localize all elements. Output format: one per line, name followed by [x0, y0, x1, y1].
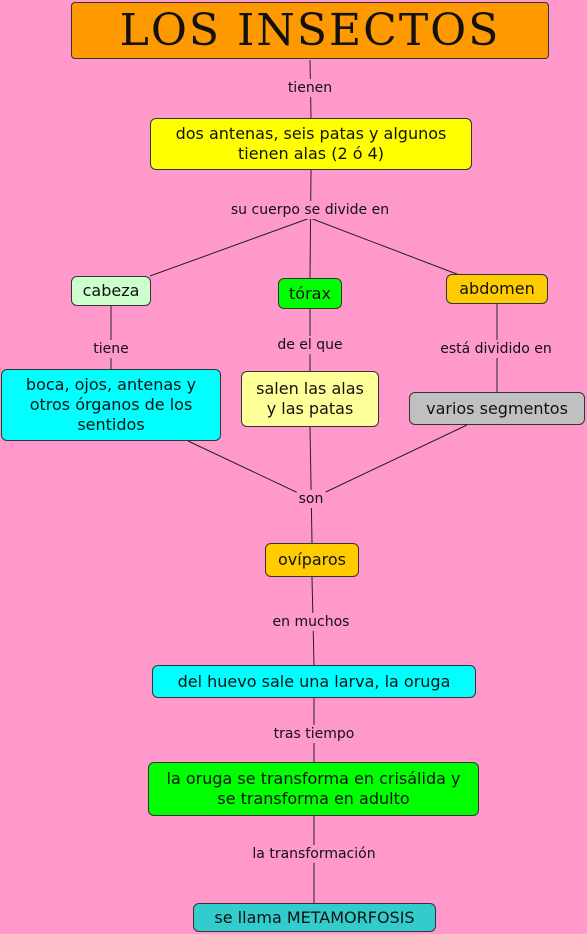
node-torax: tórax: [278, 278, 342, 309]
node-cabeza: cabeza: [71, 276, 151, 306]
node-segmentos: varios segmentos: [409, 392, 585, 425]
link-label-son: son: [296, 490, 326, 508]
node-crisalida: la oruga se transforma en crisálida y se…: [148, 762, 479, 816]
link-label-tras: tras tiempo: [271, 725, 357, 743]
link-label-deque: de el que: [275, 336, 345, 354]
link-label-transf: la transformación: [250, 845, 378, 863]
node-larva: del huevo sale una larva, la oruga: [152, 665, 476, 698]
link-label-tiene: tiene: [91, 340, 131, 358]
link-label-divide: su cuerpo se divide en: [228, 201, 392, 219]
link-label-muchos: en muchos: [270, 613, 352, 631]
node-alas: salen las alas y las patas: [241, 371, 379, 427]
node-abdomen: abdomen: [446, 274, 548, 304]
node-boca: boca, ojos, antenas y otros órganos de l…: [1, 369, 221, 441]
node-metamorfosis: se llama METAMORFOSIS: [193, 903, 436, 932]
node-antenas: dos antenas, seis patas y algunos tienen…: [150, 118, 472, 170]
link-label-tienen: tienen: [285, 79, 335, 97]
link-label-dividido: está dividido en: [438, 340, 554, 358]
title-node: LOS INSECTOS: [71, 2, 549, 59]
node-oviparos: ovíparos: [265, 543, 359, 577]
